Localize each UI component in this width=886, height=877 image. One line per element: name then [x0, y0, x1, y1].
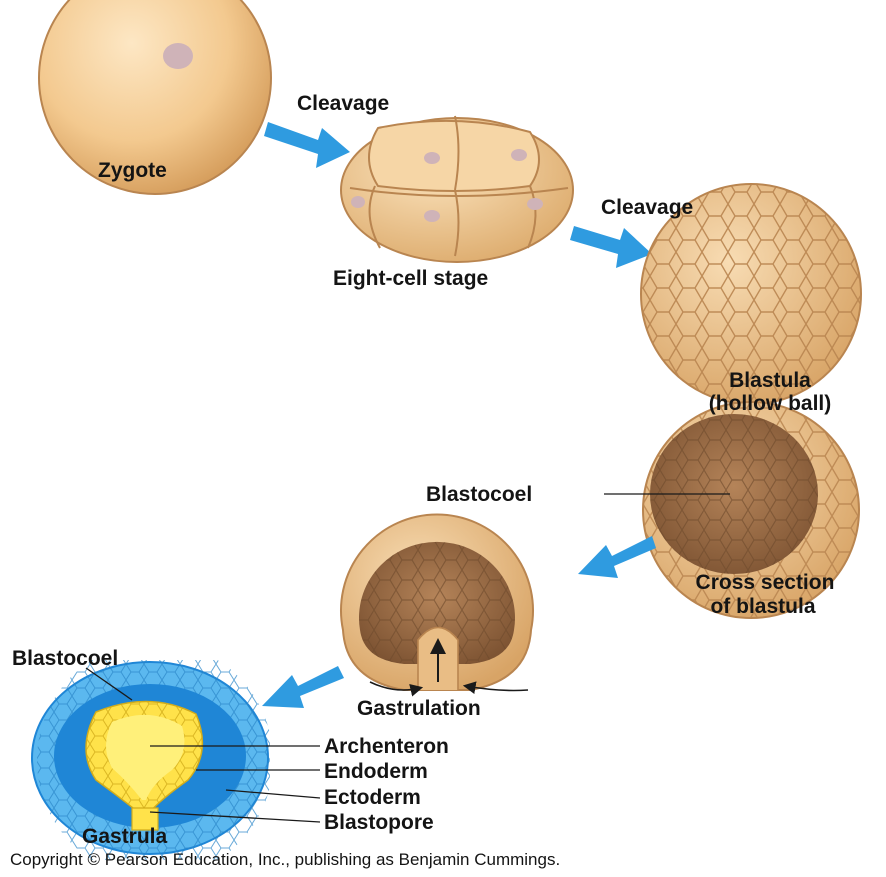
label-of-blastula: of blastula [658, 596, 868, 617]
label-gastrula: Gastrula [82, 826, 167, 847]
label-cleavage-1: Cleavage [297, 93, 389, 114]
label-eight-cell-stage: Eight-cell stage [333, 268, 488, 289]
eight-cell-embryo [341, 116, 573, 262]
label-archenteron: Archenteron [324, 736, 449, 757]
label-endoderm: Endoderm [324, 761, 428, 782]
gastrulation-embryo [341, 515, 533, 691]
cleavage-arrow-1 [264, 122, 350, 168]
label-blastula: Blastula [690, 370, 850, 391]
copyright-notice: Copyright © Pearson Education, Inc., pub… [10, 850, 560, 870]
label-blastopore: Blastopore [324, 812, 434, 833]
label-ectoderm: Ectoderm [324, 787, 421, 808]
label-gastrulation: Gastrulation [357, 698, 481, 719]
label-blastocoel-bottom: Blastocoel [12, 648, 118, 669]
label-zygote: Zygote [98, 160, 167, 181]
label-blastocoel-top: Blastocoel [426, 484, 532, 505]
label-cross-section: Cross section [645, 572, 885, 593]
label-cleavage-2: Cleavage [601, 197, 693, 218]
label-hollow-ball: (hollow ball) [665, 393, 875, 414]
cleavage-arrow-2 [570, 226, 652, 268]
gastrula-arrow [262, 666, 344, 708]
